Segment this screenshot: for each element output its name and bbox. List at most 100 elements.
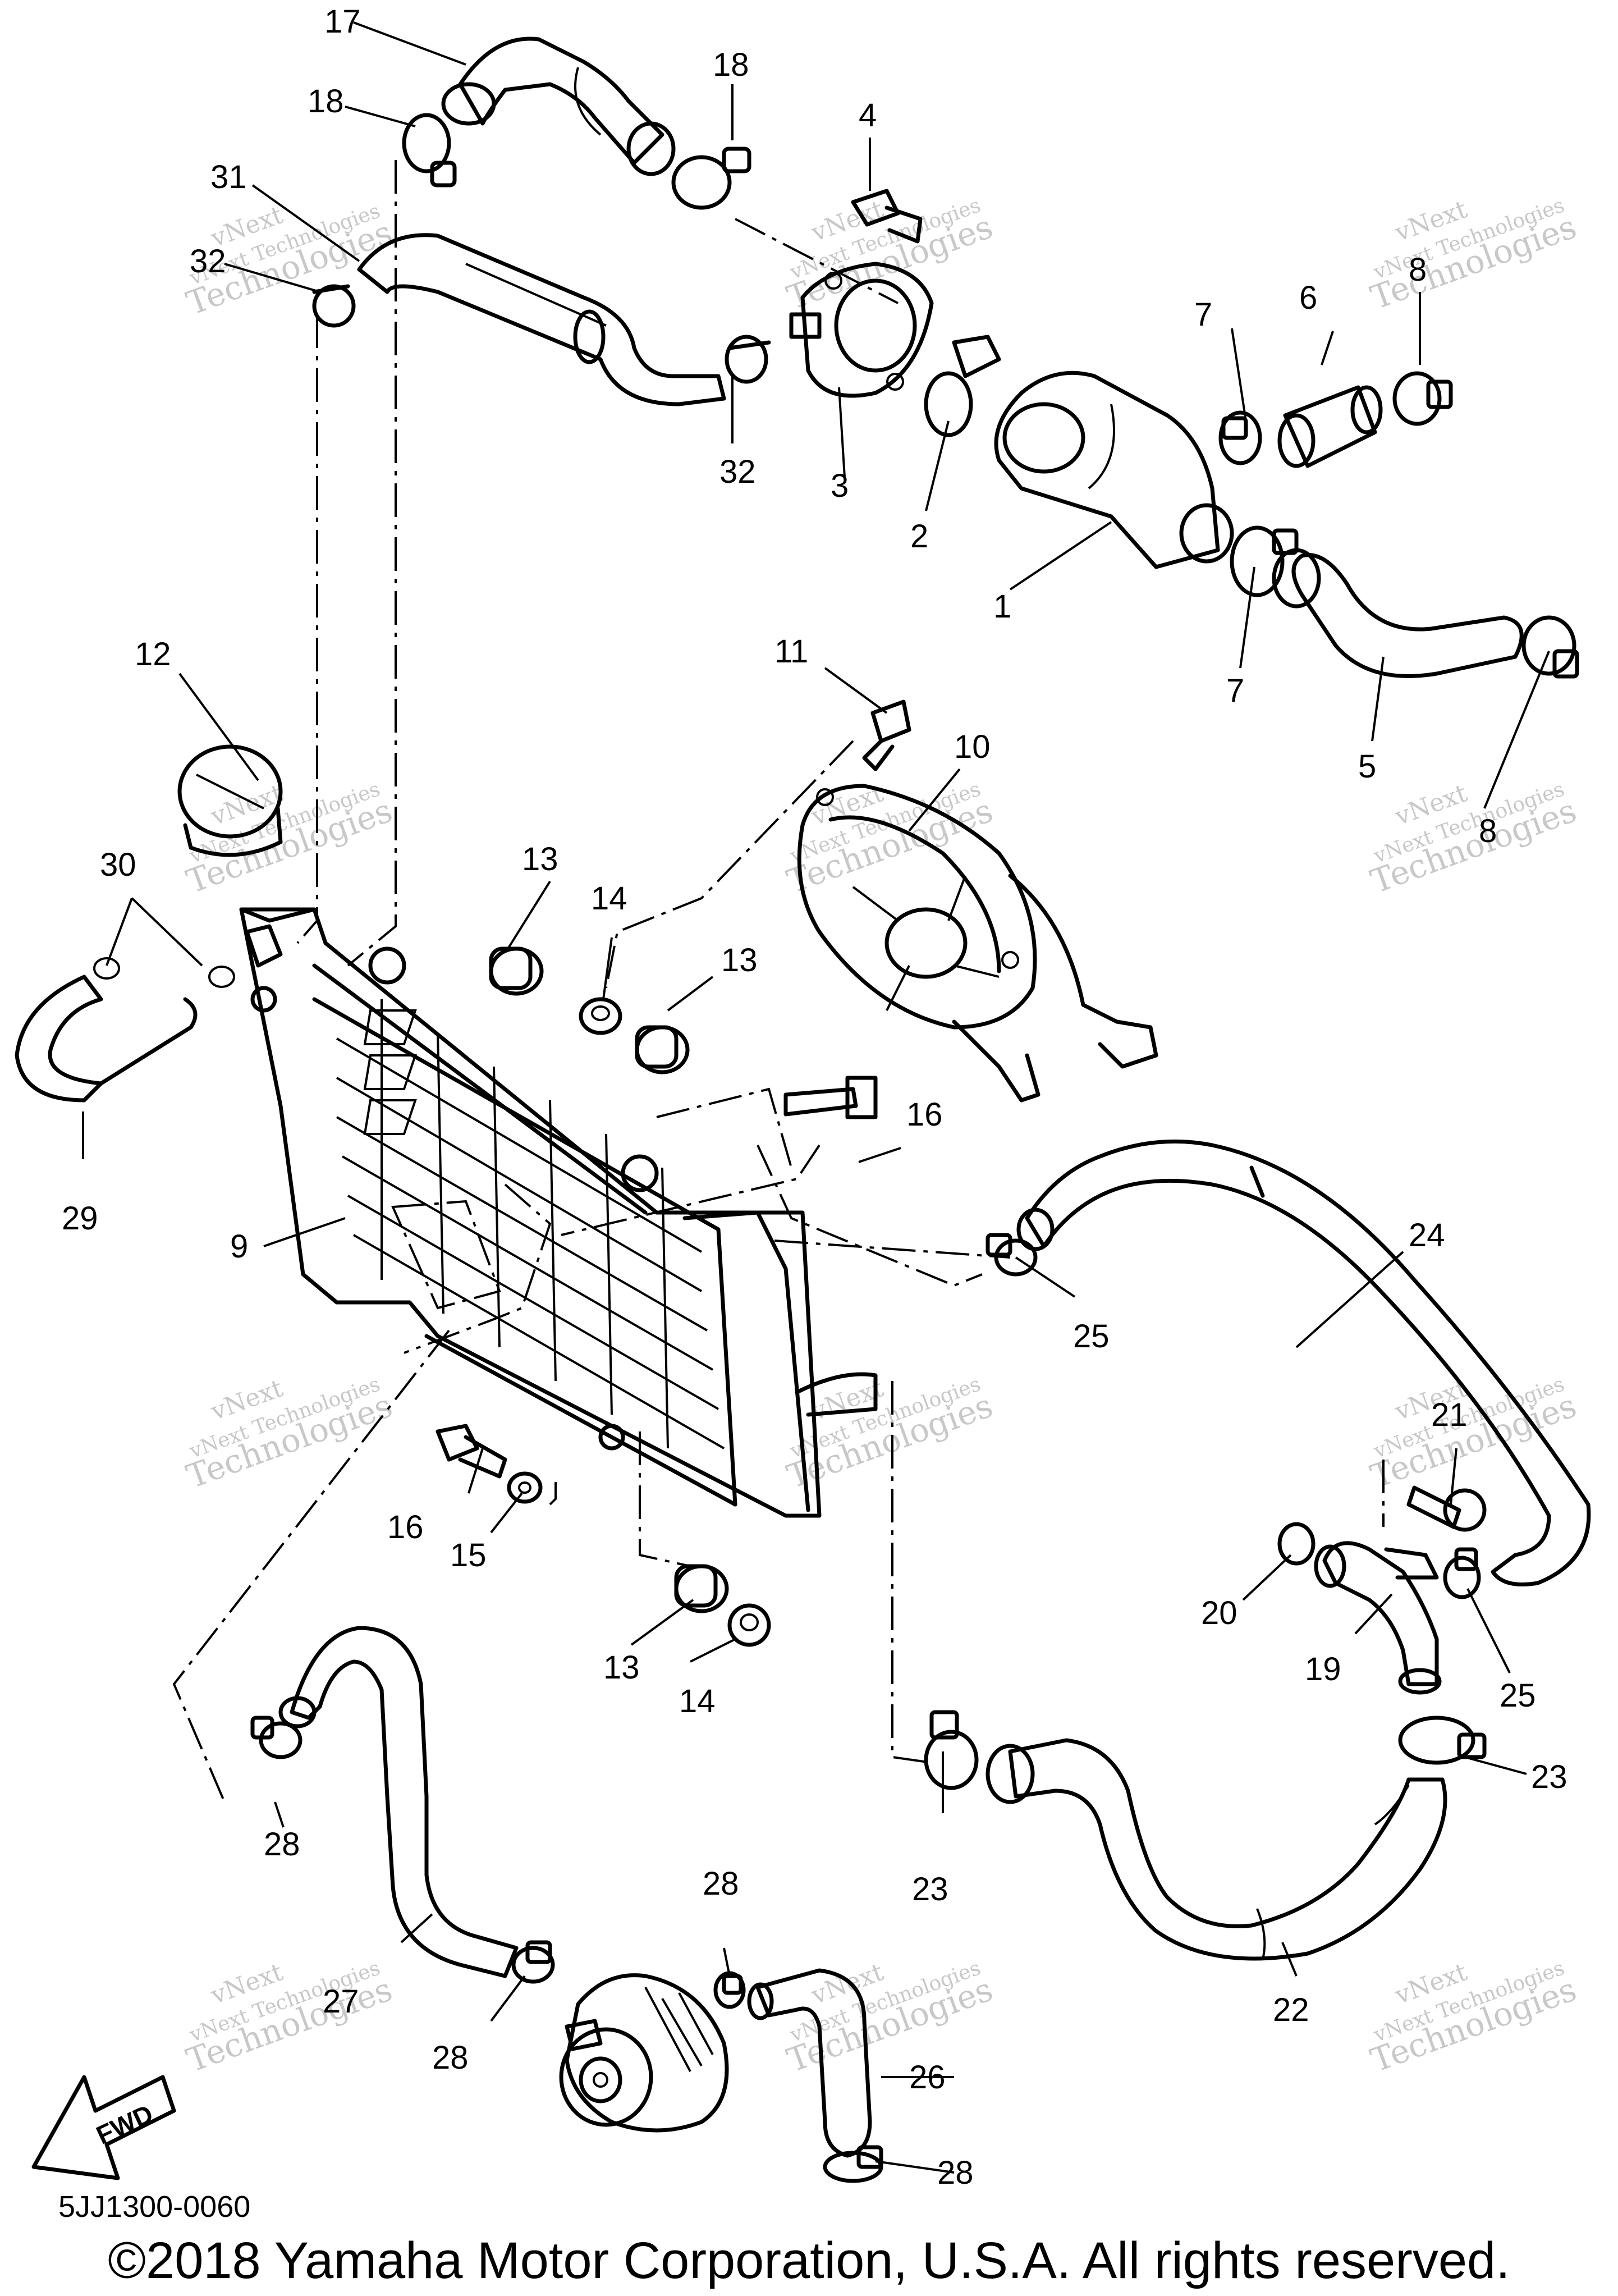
part-15-washer xyxy=(507,1471,543,1504)
part-25-clamp xyxy=(1443,1547,1481,1599)
part-31-hose xyxy=(357,233,726,406)
watermark: vNext vNext Technologies Technologies xyxy=(182,777,397,900)
callout-23: 23 xyxy=(912,1871,948,1908)
part-18-clamp xyxy=(402,113,457,187)
callout-28: 28 xyxy=(937,2155,974,2191)
watermark: vNext vNext Technologies Technologies xyxy=(782,1956,998,2079)
callout-1: 1 xyxy=(993,588,1011,625)
callout-13: 13 xyxy=(522,841,558,877)
callout-14: 14 xyxy=(591,880,627,917)
callout-28: 28 xyxy=(703,1865,739,1902)
callout-12: 12 xyxy=(135,636,171,673)
part-1-thermostat-housing xyxy=(994,371,1234,569)
callout-16: 16 xyxy=(387,1509,424,1545)
part-23-clamp xyxy=(1398,1716,1487,1765)
callout-14: 14 xyxy=(679,1683,716,1719)
part-21-bolt xyxy=(1406,1485,1487,1532)
watermark: vNext vNext Technologies Technologies xyxy=(1366,194,1582,317)
diagram-code: 5JJ1300-0060 xyxy=(58,2190,251,2224)
part-24-hose xyxy=(1016,1139,1591,1586)
watermark: vNext vNext Technologies Technologies xyxy=(1366,1956,1582,2079)
part-23-clamp xyxy=(924,1710,979,1790)
part-26-hose xyxy=(747,1968,872,2158)
callout-11: 11 xyxy=(774,633,808,670)
callout-9: 9 xyxy=(230,1228,248,1265)
callout-22: 22 xyxy=(1273,1992,1309,2028)
part-32-clamp xyxy=(312,284,356,328)
part-3-thermostat-cover xyxy=(789,262,934,398)
callout-6: 6 xyxy=(1299,280,1317,316)
callout-29: 29 xyxy=(62,1200,98,1237)
part-30-clamp xyxy=(93,957,235,988)
callout-24: 24 xyxy=(1409,1217,1445,1254)
part-32-clamp xyxy=(725,335,771,384)
callout-30: 30 xyxy=(100,847,136,883)
callout-28: 28 xyxy=(432,2039,469,2076)
copyright-notice: ©2018 Yamaha Motor Corporation, U.S.A. A… xyxy=(108,2232,1510,2289)
part-19-joint-pipe xyxy=(1314,1541,1442,1695)
part-20-o-ring xyxy=(1277,1522,1316,1566)
part-22-lower-hose xyxy=(986,1738,1447,1961)
fwd-arrow: FWD xyxy=(31,2075,176,2180)
watermark: vNext vNext Technologies Technologies xyxy=(182,1373,397,1495)
part-2-thermostat xyxy=(924,335,1001,437)
callout-25: 25 xyxy=(1500,1677,1536,1714)
part-14-collar xyxy=(579,997,622,1035)
part-13-grommet xyxy=(489,946,544,996)
part-5-hose xyxy=(1272,548,1524,678)
part-12-radiator-cap xyxy=(177,744,283,857)
part-28-clamp xyxy=(250,1716,302,1759)
callout-19: 19 xyxy=(1305,1651,1341,1687)
callout-7: 7 xyxy=(1226,673,1244,709)
callout-15: 15 xyxy=(450,1537,487,1574)
part-25-clamp xyxy=(986,1233,1038,1277)
part-4-bolt xyxy=(851,189,923,244)
part-14-collar xyxy=(727,1603,771,1647)
callout-28: 28 xyxy=(264,1826,300,1863)
callout-3: 3 xyxy=(831,468,849,504)
callout-13: 13 xyxy=(721,942,758,978)
callout-31: 31 xyxy=(210,159,247,195)
part-29-overflow-hose xyxy=(15,975,198,1103)
callout-13: 13 xyxy=(603,1649,640,1686)
part-10-fan-assembly xyxy=(797,784,1158,1103)
callout-32: 32 xyxy=(190,243,226,280)
part-8-clamp xyxy=(1521,615,1579,679)
part-7-clamp xyxy=(1230,525,1299,597)
part-6-hose-connector xyxy=(1277,385,1383,468)
part-18-clamp xyxy=(671,147,751,210)
callout-4: 4 xyxy=(859,97,877,134)
assembly-lines xyxy=(172,160,1385,1803)
callout-labels: 17 18 18 4 31 32 32 3 2 7 6 8 1 7 5 8 12… xyxy=(62,3,1567,2191)
callout-20: 20 xyxy=(1201,1595,1237,1631)
part-28-clamp xyxy=(511,1940,555,1984)
callout-23: 23 xyxy=(1531,1759,1567,1795)
part-28-clamp xyxy=(713,1971,746,2009)
callout-26: 26 xyxy=(909,2059,946,2096)
callout-10: 10 xyxy=(954,729,991,765)
part-9-radiator xyxy=(239,907,878,1518)
callout-25: 25 xyxy=(1073,1318,1110,1355)
watermark-group: vNext vNext Technologies Technologies vN… xyxy=(182,194,1582,2079)
callout-32: 32 xyxy=(719,454,756,490)
watermark: vNext vNext Technologies Technologies xyxy=(1366,777,1582,900)
part-7-clamp xyxy=(1218,410,1262,465)
part-17-upper-hose xyxy=(441,36,676,176)
callout-17: 17 xyxy=(324,3,361,40)
callout-5: 5 xyxy=(1358,748,1376,785)
part-27-hose xyxy=(278,1626,519,1978)
watermark: vNext vNext Technologies Technologies xyxy=(182,1956,397,2079)
callout-18: 18 xyxy=(308,83,344,120)
part-16-bolt xyxy=(436,1424,507,1479)
callout-8: 8 xyxy=(1479,813,1497,849)
part-13-grommet xyxy=(635,1025,690,1074)
callout-7: 7 xyxy=(1194,296,1212,333)
callout-2: 2 xyxy=(910,518,928,555)
part-13-grommet xyxy=(674,1564,729,1613)
callout-16: 16 xyxy=(906,1096,943,1133)
callout-27: 27 xyxy=(323,1983,359,2020)
callout-8: 8 xyxy=(1409,251,1427,288)
leader-lines xyxy=(82,21,1550,2174)
part-16-bolt xyxy=(783,1076,878,1119)
